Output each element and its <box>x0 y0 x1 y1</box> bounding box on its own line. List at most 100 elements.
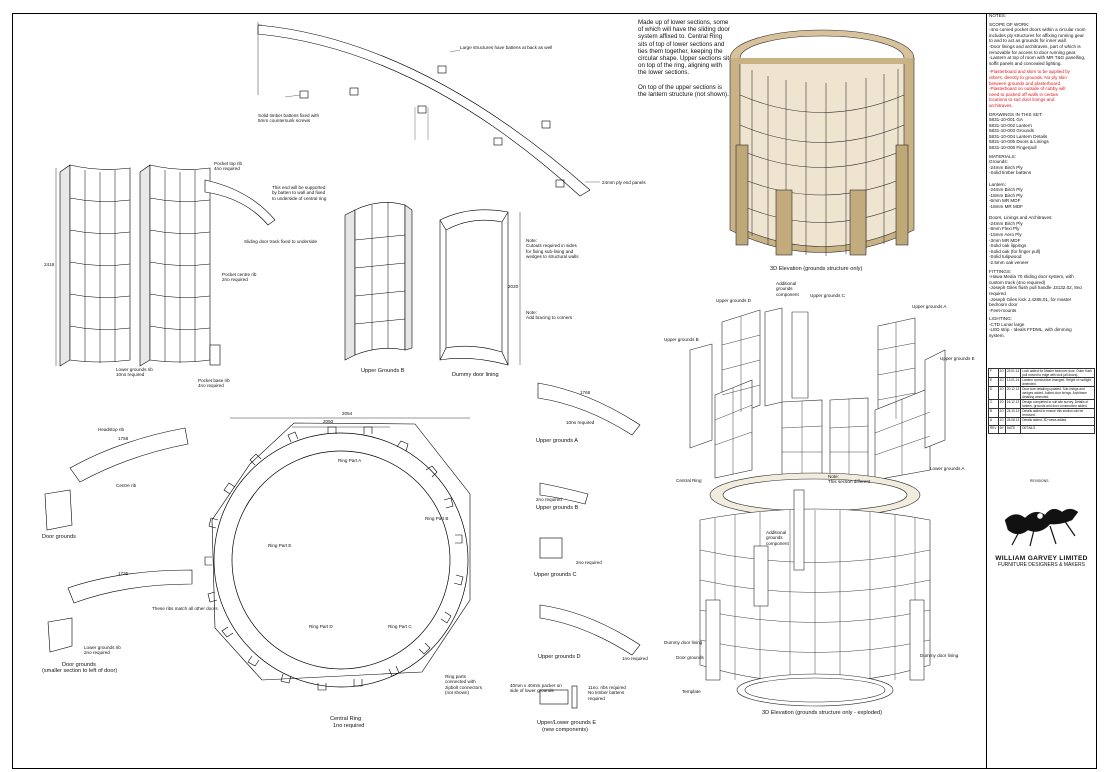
materials-list: Grounds:-24mm Birch Ply-Solid timber bat… <box>987 159 1098 265</box>
dummy-door-lining-drawing <box>439 209 521 366</box>
elevation-exploded <box>689 307 946 707</box>
label-e-note1: 40mm x 40mm packer on side of lower grou… <box>510 683 562 694</box>
label-end-supported: This end will be supported by batten to … <box>272 185 327 201</box>
revision-desc: Lantern construction changed. Height of … <box>1020 377 1095 387</box>
revision-desc: Details added, 3D views added. <box>1020 417 1095 426</box>
revision-by: JO <box>997 399 1006 409</box>
caption-central-ring: Central Ring <box>330 716 362 722</box>
revision-by: JO <box>997 386 1006 400</box>
caption-ug-e-sub: (new components) <box>542 727 589 733</box>
company-sub: FURNITURE DESIGNERS & MAKERS <box>998 562 1085 568</box>
revision-by: JO <box>997 377 1006 387</box>
drawing-item: 5831-10-006 Fingerpull <box>989 145 1037 151</box>
scope-line: includes ply structures for affixing run… <box>989 32 1084 38</box>
dim-6: 2418 <box>44 262 55 267</box>
label-ring-d: Ring Part D <box>309 624 333 629</box>
material-item: -24mm Birch Ply <box>989 187 1023 193</box>
lighting-item: -LED strip - Ideals FFDML, with dimming <box>989 327 1072 333</box>
label-lower-grounds-a: Lower grounds A <box>930 466 965 471</box>
revisions-footer: REVISIONS <box>1030 479 1049 483</box>
caption-door-grounds-small: Door grounds <box>62 662 96 668</box>
sheet-border <box>12 13 1097 769</box>
red-note-line: between grounds and plasterboard. <box>989 80 1062 86</box>
caption-ug-c: Upper grounds C <box>534 572 577 578</box>
revision-date: 13.01.14 <box>1004 377 1022 387</box>
intro-paragraph-2: On top of the upper sections is the lant… <box>638 84 729 99</box>
label-ring-a: Ring Part A <box>338 458 362 463</box>
dim-7: 2020 <box>508 284 519 289</box>
red-note-line: locations to suit door linings and <box>989 97 1055 103</box>
label-upper-a: Upper grounds A <box>912 304 947 309</box>
material-item: -15mm Aero Ply <box>989 231 1022 237</box>
caption-ug-e: Upper/Lower grounds E <box>537 720 597 726</box>
dim-5: 1766 <box>580 390 591 395</box>
fitting-item: -Joseph Giles lock J.4285.01, for master <box>989 296 1072 302</box>
revision-by: BY <box>997 425 1006 434</box>
label-upper-d: Upper grounds D <box>716 298 751 303</box>
upper-grounds-b-drawing <box>344 202 413 361</box>
scope-list: -4no curved pocket doors within a circul… <box>987 27 1098 66</box>
scope-line: to and to act as grounds for inner wall. <box>989 38 1067 44</box>
revision-desc: Details added to ensure this section can… <box>1020 408 1095 418</box>
material-item: -Solid tulipwood <box>989 254 1022 260</box>
label-ring-joints: Ring parts connected with zipbolt connec… <box>445 674 483 696</box>
material-item: -18mm MR MDF <box>989 204 1023 209</box>
revision-desc: Design completed to suit site survey. De… <box>1020 399 1095 409</box>
label-ug-a-req: 10no required <box>566 420 595 425</box>
scope-line: removable for access to door running gea… <box>989 49 1077 55</box>
material-item: -24mm Birch Ply <box>989 164 1023 170</box>
dim-4: 1735 <box>118 571 129 576</box>
lighting-list: -CTD Lunar large-LED strip - Ideals FFDM… <box>987 322 1098 339</box>
drawing-item: 5831-10-001 GA <box>989 117 1023 123</box>
label-upper-e: Upper grounds E <box>940 356 975 361</box>
lighting-item: system. <box>989 333 1005 339</box>
company-block: WILLIAM GARVEY LIMITED FURNITURE DESIGNE… <box>986 555 1097 568</box>
revision-date: 29.01.14 <box>1004 368 1022 378</box>
drawing-item: 5831-10-002 Lantern <box>989 122 1032 128</box>
label-dummy-lining-left: Dummy door lining <box>664 640 703 645</box>
label-pocket-centre: Pocket centre rib 2no required <box>222 272 257 283</box>
revision-desc: Lock added for Master bedroom door. Oute… <box>1020 368 1095 378</box>
materials-title: MATERIALS: <box>989 153 1016 159</box>
fittings-list: -Hawa Media 70 sliding door system, with… <box>987 274 1098 313</box>
material-item: -6mm MR MDF <box>989 198 1021 204</box>
label-dummy-lining-right: Dummy door lining <box>920 653 959 658</box>
caption-ug-a: Upper grounds A <box>536 438 578 444</box>
revision-rev: C <box>988 399 999 409</box>
revision-date: 20.12.13 <box>1004 386 1022 400</box>
red-note-line: -Plasterboard on outside of cubby will <box>989 86 1066 92</box>
fittings-title: FITTINGS: <box>989 268 1012 274</box>
label-pocket-base: Pocket base rib 4no required <box>198 378 230 389</box>
label-door-grounds-3d: Door grounds <box>676 655 704 660</box>
label-sliding-track: Sliding door track fixed to underside <box>244 239 318 244</box>
revision-date: 16.12.13 <box>1004 399 1022 409</box>
drawing-item: 5831-10-004 Lantern Details <box>989 133 1048 139</box>
label-large-battens: Large structures have battens at back as… <box>460 45 553 50</box>
caption-upper-grounds-b: Upper Grounds B <box>361 368 405 374</box>
fitting-item: -Hawa Media 70 sliding door system, with <box>989 274 1074 280</box>
company-name: WILLIAM GARVEY LIMITED <box>995 555 1088 562</box>
revision-date: 25.10.13 <box>1004 408 1022 418</box>
label-lower-grounds-rib: Lower grounds rib 2no required <box>84 645 121 656</box>
dim-2: 2054 <box>342 411 353 416</box>
label-ug-d-req: 1no required <box>622 656 648 661</box>
label-central-ring-3d: Central Ring <box>676 478 702 483</box>
label-additional-top: Additional grounds component <box>776 281 799 297</box>
revision-desc: DETAILS <box>1020 425 1095 434</box>
caption-central-ring-sub: 1no required <box>333 723 365 729</box>
material-item: -Solid oak (for finger pull) <box>989 248 1041 254</box>
caption-ug-b: Upper grounds B <box>536 505 579 511</box>
revision-date: DATE <box>1004 425 1022 434</box>
revision-rev: F <box>988 368 999 378</box>
label-pocket-top: Pocket top rib 4no required <box>214 161 243 172</box>
revision-rev: REV <box>988 425 999 434</box>
label-headstop: Headstop rib <box>98 427 125 432</box>
material-item: Grounds: <box>989 159 1008 165</box>
caption-ug-d: Upper grounds D <box>538 654 581 660</box>
lighting-title: LIGHTING: <box>989 316 1012 322</box>
